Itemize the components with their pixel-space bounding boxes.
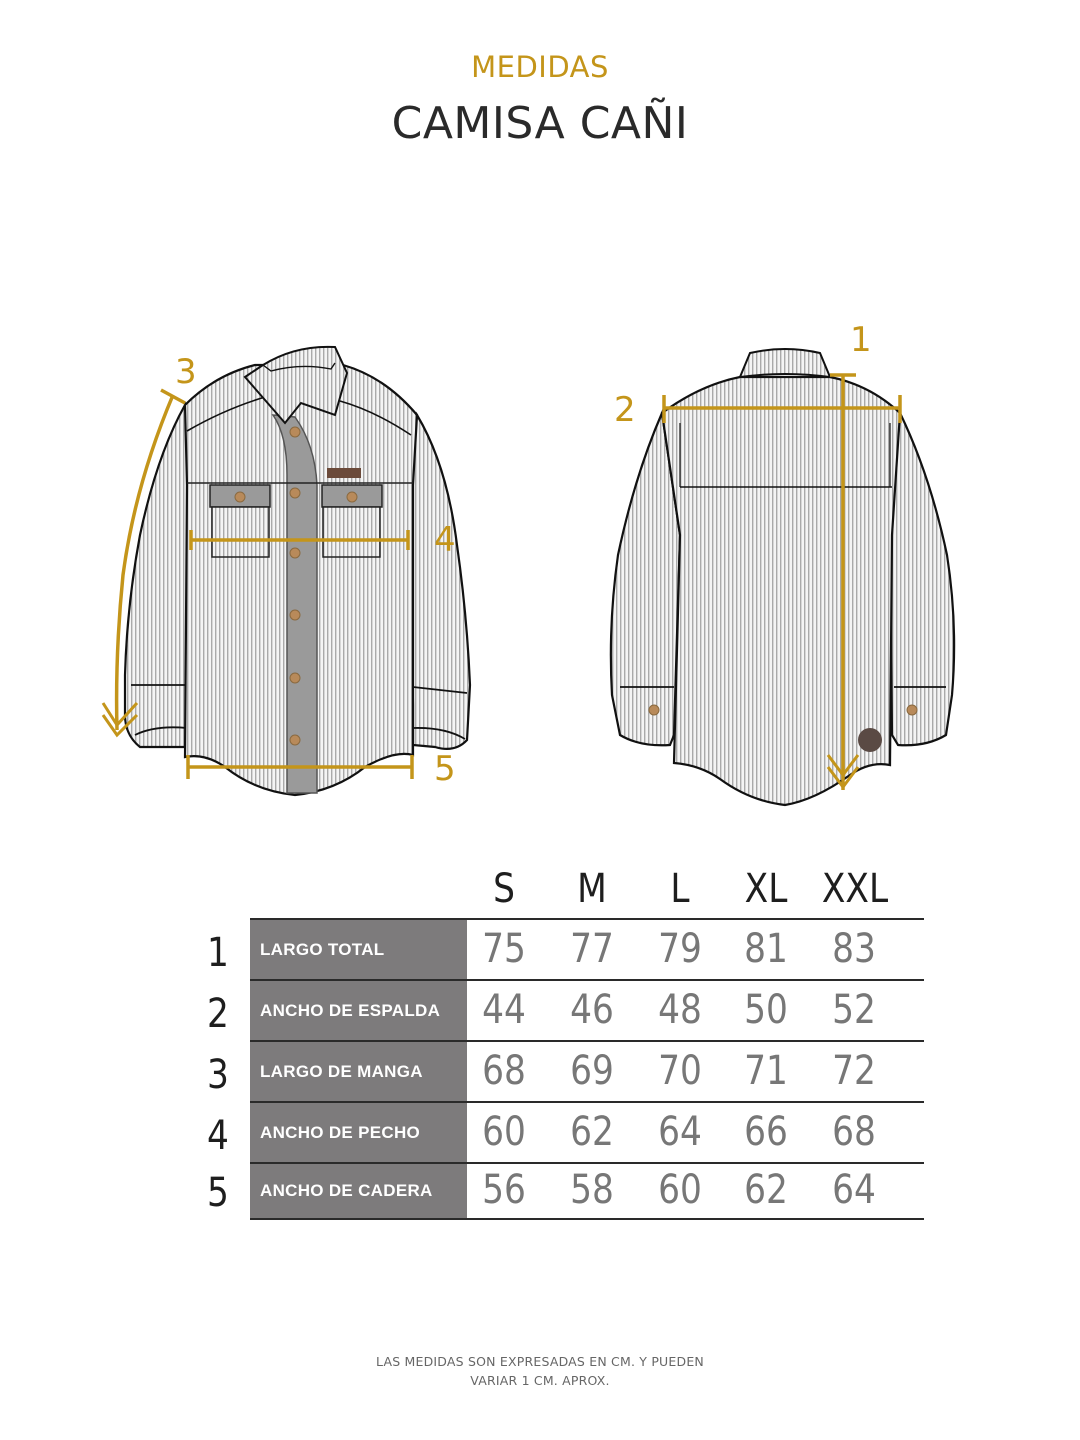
marker-2-label: 2 [614,390,636,430]
value-cell: 44 [482,987,526,1033]
value-cell: 58 [570,1167,614,1213]
value-cell: 50 [744,987,788,1033]
measure-label: ANCHO DE CADERA [250,1164,467,1218]
value-cell: 79 [658,926,702,972]
value-cell: 77 [570,926,614,972]
value-cell: 60 [482,1109,526,1155]
back-shirt-illustration [609,348,956,807]
size-header-s: S [493,866,515,912]
footer-line-2: VARIAR 1 CM. APROX. [470,1373,610,1388]
value-cell: 70 [658,1048,702,1094]
value-cell: 83 [832,926,876,972]
value-cell: 64 [832,1167,876,1213]
size-header-xxl: XXL [821,866,889,912]
footer-note: LAS MEDIDAS SON EXPRESADAS EN CM. Y PUED… [0,1352,1080,1390]
size-header-row: S M L XL XXL [468,866,924,912]
value-cell: 81 [744,926,788,972]
value-cell: 75 [482,926,526,972]
value-cell: 72 [832,1048,876,1094]
table-row: ANCHO DE PECHO 60 62 64 66 68 [250,1101,924,1162]
size-header-l: L [670,866,690,912]
marker-3-label: 3 [175,352,197,392]
value-cell: 56 [482,1167,526,1213]
size-header-m: M [577,866,607,912]
measure-label: ANCHO DE ESPALDA [250,981,467,1040]
brand-round-patch [858,728,882,752]
eyebrow-heading: MEDIDAS [471,50,609,84]
row-number: 5 [207,1170,229,1216]
value-cell: 64 [658,1109,702,1155]
front-shirt-illustration [101,345,472,797]
measure-label: ANCHO DE PECHO [250,1103,467,1162]
value-cell: 62 [744,1167,788,1213]
table-row: LARGO DE MANGA 68 69 70 71 72 [250,1040,924,1101]
value-cell: 62 [570,1109,614,1155]
table-row: ANCHO DE CADERA 56 58 60 62 64 [250,1162,924,1220]
value-cell: 68 [482,1048,526,1094]
size-table: LARGO TOTAL 75 77 79 81 83 ANCHO DE ESPA… [250,918,924,1220]
value-cell: 52 [832,987,876,1033]
row-number: 3 [207,1052,229,1098]
measure-label: LARGO TOTAL [250,920,467,979]
value-cell: 69 [570,1048,614,1094]
value-cell: 48 [658,987,702,1033]
marker-1-label: 1 [850,320,872,360]
row-number: 2 [207,991,229,1037]
value-cell: 60 [658,1167,702,1213]
value-cell: 71 [744,1048,788,1094]
value-cell: 66 [744,1109,788,1155]
brand-patch [327,468,361,478]
marker-5-label: 5 [434,749,456,789]
row-number: 4 [207,1113,229,1159]
value-cell: 68 [832,1109,876,1155]
table-row: LARGO TOTAL 75 77 79 81 83 [250,918,924,979]
measure-label: LARGO DE MANGA [250,1042,467,1101]
value-cell: 46 [570,987,614,1033]
marker-4-label: 4 [434,520,456,560]
size-header-xl: XL [744,866,788,912]
footer-line-1: LAS MEDIDAS SON EXPRESADAS EN CM. Y PUED… [376,1354,704,1369]
table-row: ANCHO DE ESPALDA 44 46 48 50 52 [250,979,924,1040]
row-number: 1 [207,930,229,976]
page-title: CAMISA CAÑI [391,98,689,149]
